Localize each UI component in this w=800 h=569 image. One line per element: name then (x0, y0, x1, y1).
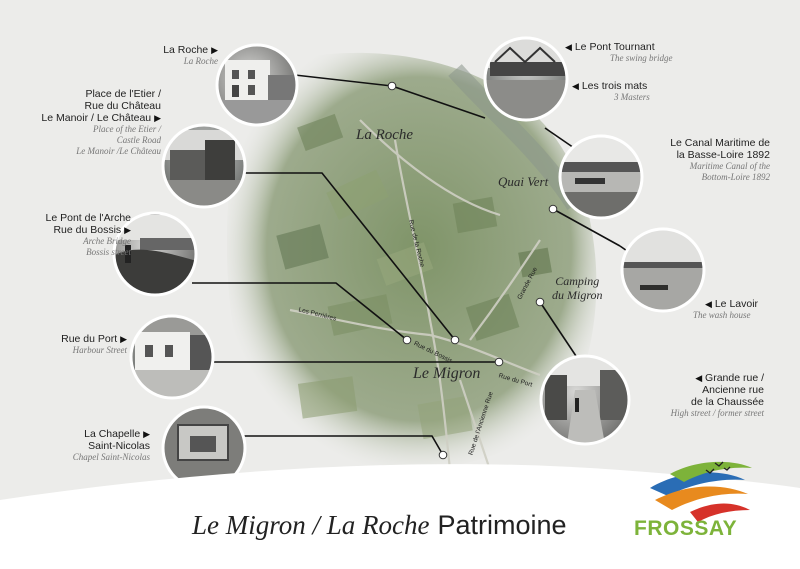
marker-chapelle[interactable] (438, 450, 448, 460)
poster-title-plain: Patrimoine (437, 510, 567, 540)
label-pont-arche: Le Pont de l'Arche Rue du Bossis ▶ Arche… (0, 212, 131, 258)
photo-chapelle[interactable] (161, 405, 248, 492)
label-grande-rue-title-2: Ancienne rue (702, 384, 764, 396)
callout-line-la-roche (285, 73, 393, 87)
label-trois-mats-sub: 3 Masters (614, 92, 650, 102)
label-grande-rue: ◀ Grande rue / Ancienne rue de la Chauss… (628, 372, 764, 419)
birds-icon (705, 461, 731, 474)
marker-lavoir[interactable] (535, 297, 545, 307)
place-la-roche: La Roche (356, 127, 414, 143)
arrow-right-icon: ▶ (211, 45, 218, 55)
place-camping-line2: du Migron (552, 288, 603, 302)
photo-pont-tournant[interactable] (483, 36, 570, 122)
label-pont-arche-sub-1: Arche Bridge (83, 236, 131, 246)
label-etier-title-1: Place de l'Etier / (85, 88, 161, 100)
callout-line-etier (244, 172, 456, 341)
label-la-roche-sub: La Roche (183, 56, 218, 66)
frossay-logo-icon (650, 461, 752, 522)
photo-lavoir[interactable] (620, 227, 707, 313)
label-chapelle-title-2: Saint-Nicolas (88, 440, 150, 452)
marker-rue-du-port[interactable] (494, 357, 504, 367)
photo-pont-arche[interactable] (112, 211, 200, 300)
arrow-right-icon: ▶ (120, 334, 127, 344)
label-grande-rue-sub: High street / former street (670, 408, 764, 418)
marker-canal[interactable] (548, 204, 558, 214)
poster-title-italic: Le Migron / La Roche (192, 510, 430, 540)
label-lavoir-sub: The wash house (693, 310, 751, 320)
label-etier-sub-1: Place of the Etier / (93, 124, 161, 134)
callout-line-pont-tournant (391, 85, 486, 119)
label-pont-tournant-title: Le Pont Tournant (574, 41, 655, 53)
label-etier-title-2: Rue du Château (84, 100, 161, 112)
label-etier-title-3: Le Manoir / Le Château (41, 112, 152, 124)
place-camping-line1: Camping (555, 274, 600, 288)
footer-wave (0, 464, 800, 569)
label-pont-arche-title-1: Le Pont de l'Arche (45, 212, 131, 224)
label-chapelle: La Chapelle ▶ Saint-Nicolas Chapel Saint… (20, 428, 150, 463)
label-canal-sub-2: Bottom-Loire 1892 (701, 172, 770, 182)
arrow-right-icon: ▶ (143, 429, 150, 439)
photo-rue-du-port[interactable] (129, 314, 220, 400)
photo-grande-rue[interactable] (539, 354, 631, 446)
label-pont-tournant: ◀ Le Pont Tournant The swing bridge (565, 41, 725, 64)
label-pont-arche-title-2: Rue du Bossis (53, 224, 122, 236)
aerial-map (226, 52, 597, 471)
arrow-right-icon: ▶ (154, 113, 161, 123)
arrow-right-icon: ▶ (124, 225, 131, 235)
label-canal: Le Canal Maritime de la Basse-Loire 1892… (620, 137, 770, 183)
label-etier-sub-3: Le Manoir /Le Château (76, 146, 161, 156)
callout-line-pont-arche (192, 282, 408, 341)
marker-la-roche[interactable] (387, 81, 397, 91)
label-rue-du-port-sub: Harbour Street (72, 345, 127, 355)
callout-line-grande-rue (539, 301, 577, 357)
label-la-roche-title: La Roche (163, 44, 209, 56)
label-canal-title-1: Le Canal Maritime de (670, 137, 770, 149)
place-quai-vert: Quai Vert (498, 174, 549, 189)
place-camping: Camping du Migron (552, 274, 603, 302)
label-rue-du-port-title: Rue du Port (61, 333, 118, 345)
frossay-logo-text: FROSSAY (634, 517, 738, 540)
label-chapelle-sub: Chapel Saint-Nicolas (72, 452, 150, 462)
label-pont-arche-sub-2: Bossis street (86, 247, 131, 257)
arrow-left-icon: ◀ (705, 299, 712, 309)
road-network (289, 119, 541, 471)
label-trois-mats-title: Les trois mats (581, 80, 648, 92)
place-le-migron: Le Migron (413, 365, 481, 382)
photo-canal[interactable] (558, 134, 645, 222)
callout-line-lavoir (552, 208, 621, 247)
label-lavoir: ◀ Le Lavoir The wash house (693, 298, 800, 321)
label-trois-mats: ◀ Les trois mats 3 Masters (572, 80, 692, 103)
label-pont-tournant-sub: The swing bridge (610, 53, 673, 63)
label-rue-du-port: Rue du Port ▶ Harbour Street (7, 333, 127, 356)
label-canal-sub-1: Maritime Canal of the (689, 161, 770, 171)
arrow-left-icon: ◀ (565, 42, 572, 52)
label-chapelle-title-1: La Chapelle (84, 428, 141, 440)
marker-etier[interactable] (450, 335, 460, 345)
arrow-left-icon: ◀ (695, 373, 703, 383)
label-canal-title-2: la Basse-Loire 1892 (676, 149, 770, 161)
label-grande-rue-title-3: de la Chaussée (691, 396, 764, 408)
map-markers (387, 81, 558, 460)
label-grande-rue-title-1: Grande rue / (705, 372, 764, 384)
callout-line-chapelle (234, 435, 444, 456)
arrow-left-icon: ◀ (572, 81, 579, 91)
label-la-roche: La Roche ▶ La Roche (78, 44, 218, 67)
marker-pont-arche[interactable] (402, 335, 412, 345)
label-etier: Place de l'Etier / Rue du Château Le Man… (1, 88, 161, 157)
label-etier-sub-2: Castle Road (116, 135, 161, 145)
label-lavoir-title: Le Lavoir (714, 298, 759, 310)
